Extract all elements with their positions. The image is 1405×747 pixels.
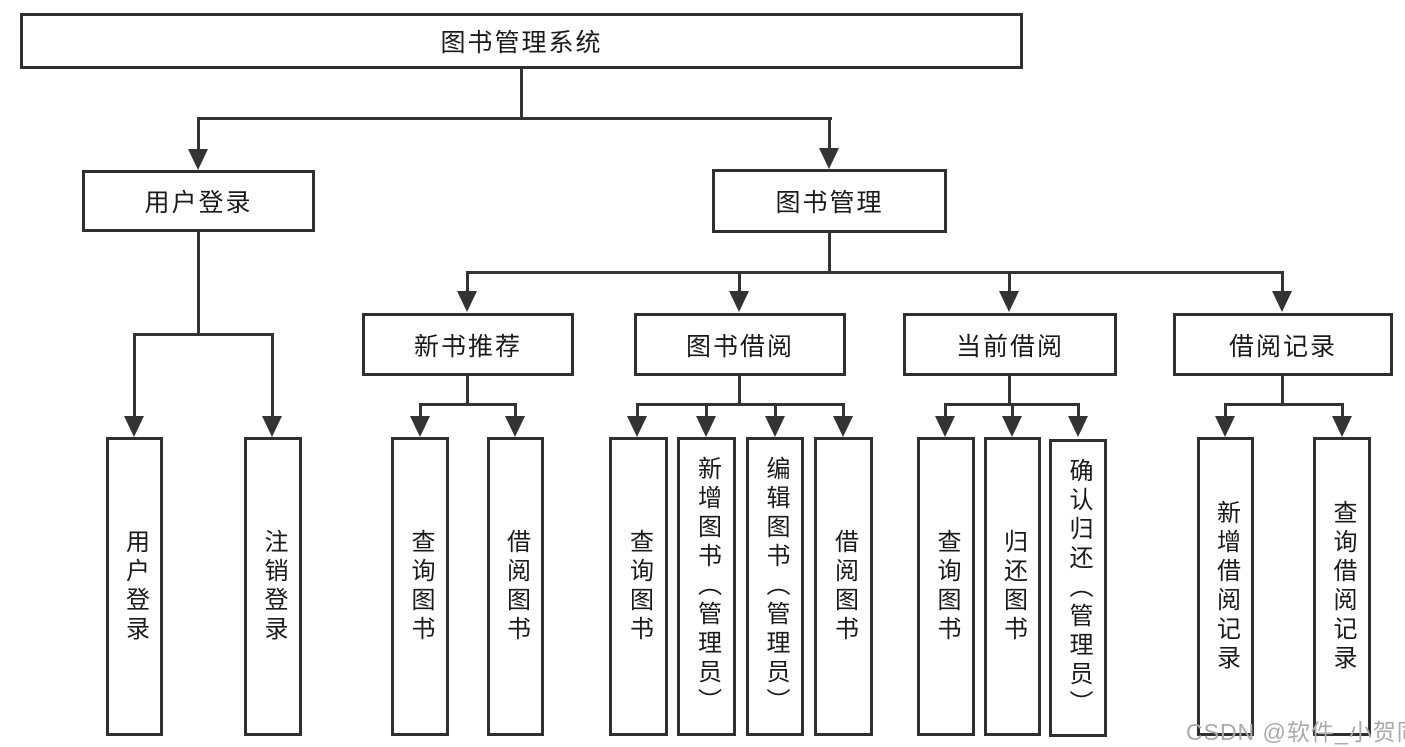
connector-drop [842, 403, 845, 418]
leaf-label: 确认归还（管理员） [1065, 457, 1092, 719]
connector-drop [1077, 403, 1080, 418]
leaf-label: 新增图书（管理员） [693, 456, 721, 717]
arrow-down-icon [627, 416, 647, 437]
connector-drop [1008, 271, 1011, 293]
arrow-down-icon [935, 416, 955, 437]
arrow-down-icon [729, 291, 749, 312]
leaf-label: 查询图书 [625, 528, 653, 645]
connector-drop [1341, 403, 1344, 418]
node-book-management-label: 图书管理 [775, 189, 884, 217]
connector-group-line [419, 403, 517, 406]
node-borrow-books: 借阅图书 [814, 437, 873, 736]
node-logout-action: 注销登录 [244, 437, 302, 736]
node-edit-books-admin: 编辑图书（管理员） [746, 437, 804, 736]
node-book-borrow: 图书借阅 [634, 313, 846, 376]
arrow-down-icon [696, 416, 716, 437]
arrow-down-icon [1332, 416, 1352, 437]
arrow-down-icon [262, 416, 282, 437]
node-add-books-admin: 新增图书（管理员） [677, 437, 736, 736]
node-current-query-books: 查询图书 [917, 437, 975, 736]
node-recommend-borrow-books: 借阅图书 [487, 437, 544, 736]
node-root: 图书管理系统 [20, 13, 1023, 69]
connector-drop [514, 403, 517, 418]
connector-drop [133, 333, 136, 417]
connector-group-stem [466, 376, 469, 406]
node-book-management: 图书管理 [712, 169, 947, 233]
connector-drop [1011, 403, 1014, 418]
node-borrow-records: 借阅记录 [1173, 313, 1393, 376]
connector-drop [1224, 403, 1227, 418]
connector-drop [705, 403, 708, 418]
node-root-label: 图书管理系统 [440, 29, 603, 57]
arrow-down-icon [457, 291, 477, 312]
node-book-borrow-label: 图书借阅 [685, 332, 794, 361]
csdn-watermark: CSDN @软件_小贺同学 [1186, 719, 1405, 745]
arrow-down-icon [1002, 416, 1022, 437]
node-current-borrow: 当前借阅 [903, 313, 1117, 376]
arrow-down-icon [505, 416, 525, 437]
connector-drop [636, 403, 639, 418]
node-query-borrow-record: 查询借阅记录 [1313, 437, 1371, 736]
connector-level3-line [466, 271, 1284, 274]
node-user-login-action: 用户登录 [106, 437, 163, 736]
connector-level2-line [197, 117, 832, 120]
node-new-book-recommend: 新书推荐 [362, 313, 574, 376]
connector-user-stem [197, 232, 200, 336]
leaf-label: 借阅图书 [502, 528, 530, 645]
node-confirm-return-admin: 确认归还（管理员） [1049, 439, 1107, 737]
arrow-down-icon [833, 416, 853, 437]
node-borrow-query-books: 查询图书 [609, 437, 668, 736]
connector-group-stem [738, 376, 741, 406]
connector-drop [738, 271, 741, 293]
node-current-borrow-label: 当前借阅 [955, 332, 1064, 361]
node-user-login: 用户登录 [82, 170, 315, 232]
arrow-down-icon [1215, 416, 1235, 437]
node-borrow-records-label: 借阅记录 [1228, 332, 1337, 361]
node-return-books: 归还图书 [984, 437, 1041, 736]
arrow-down-icon [124, 416, 144, 437]
arrow-down-icon [1272, 291, 1292, 312]
connector-root-stem [520, 69, 523, 119]
node-recommend-query-books: 查询图书 [391, 437, 449, 736]
arrow-down-icon [188, 149, 208, 170]
node-add-borrow-record: 新增借阅记录 [1197, 437, 1254, 736]
connector-group-stem [1008, 376, 1011, 406]
connector-drop [828, 117, 831, 150]
leaf-label: 查询图书 [407, 528, 434, 645]
connector-drop [944, 403, 947, 418]
leaf-label: 归还图书 [999, 528, 1027, 645]
leaf-label: 编辑图书（管理员） [762, 456, 789, 717]
leaf-label: 借阅图书 [830, 528, 858, 645]
node-user-login-label: 用户登录 [144, 189, 253, 217]
connector-drop [271, 333, 274, 417]
arrow-down-icon [410, 416, 430, 437]
connector-book-stem [828, 233, 831, 274]
connector-group-line [636, 403, 845, 406]
leaf-label: 新增借阅记录 [1212, 499, 1240, 674]
arrow-down-icon [1068, 416, 1088, 437]
connector-drop [419, 403, 422, 418]
arrow-down-icon [999, 291, 1019, 312]
node-new-book-recommend-label: 新书推荐 [413, 332, 522, 361]
connector-user-line [133, 333, 274, 336]
connector-drop [1281, 271, 1284, 293]
connector-drop [774, 403, 777, 418]
connector-group-stem [1281, 376, 1284, 406]
arrow-down-icon [819, 148, 839, 169]
connector-drop [197, 117, 200, 151]
leaf-label: 注销登录 [260, 528, 287, 645]
connector-group-line [1224, 403, 1343, 406]
leaf-label: 查询图书 [933, 528, 960, 645]
arrow-down-icon [765, 416, 785, 437]
leaf-label: 用户登录 [121, 528, 149, 645]
leaf-label: 查询借阅记录 [1329, 499, 1356, 674]
connector-drop [466, 271, 469, 293]
